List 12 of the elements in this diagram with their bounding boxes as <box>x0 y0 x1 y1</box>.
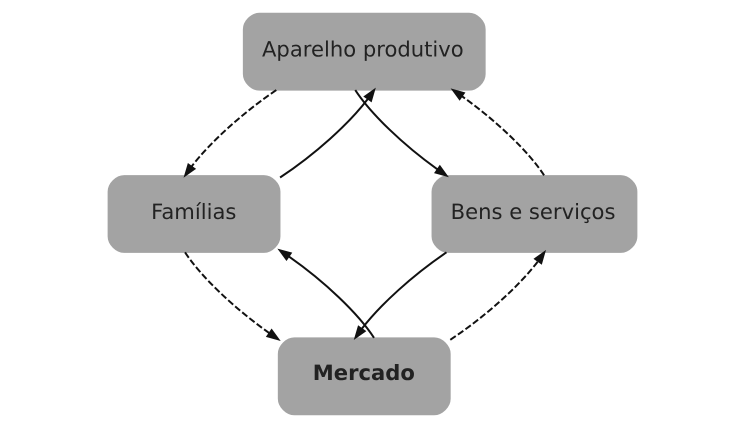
node-box: Aparelho produtivo <box>242 12 486 91</box>
arrow <box>276 248 374 338</box>
arrow <box>449 250 546 341</box>
arrow <box>279 88 376 178</box>
arrow <box>450 88 544 176</box>
node-box: Bens e serviços <box>431 175 637 253</box>
arrow <box>183 89 276 178</box>
arrow <box>184 252 280 341</box>
node-box: Famílias <box>107 175 280 253</box>
node-box: Mercado <box>277 337 450 416</box>
arrow <box>353 252 447 340</box>
arrow <box>354 89 448 178</box>
